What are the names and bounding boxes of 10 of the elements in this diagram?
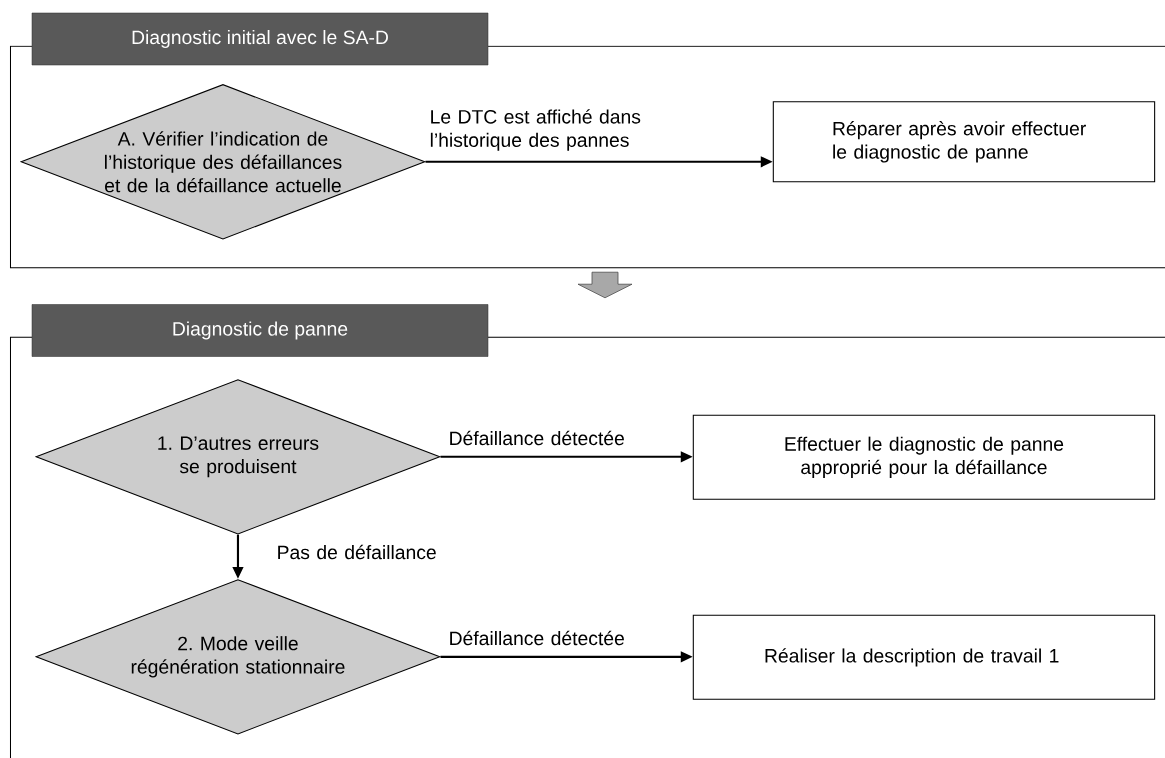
- edge-label: Pas de défaillance: [278, 544, 436, 560]
- node-label: Diagnostic initial avec le SA-D: [132, 29, 388, 49]
- node-label: Diagnostic de panne: [173, 321, 348, 340]
- process-box: Effectuer le diagnostic de panne approprié pour la défaillance: [692, 414, 1156, 500]
- process-box: Réaliser la description de travail 1: [692, 614, 1156, 700]
- process-box: Réparer après avoir effectuer le diagnostic de panne: [772, 101, 1156, 183]
- edge-label: Le DTC est affiché dans l’historique des pannes: [430, 109, 641, 151]
- edge-label: Défaillance détectée: [450, 430, 624, 446]
- block-arrow: [577, 271, 633, 299]
- edge-label: Défaillance détectée: [450, 630, 624, 646]
